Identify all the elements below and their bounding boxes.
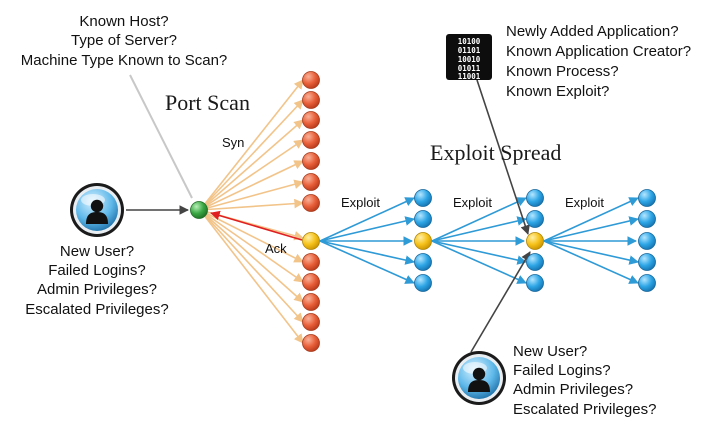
user-avatar-icon[interactable] <box>452 351 506 405</box>
host-question-line: Known Host? <box>79 13 168 30</box>
svg-text:01101: 01101 <box>458 46 481 55</box>
exploit-label: Exploit <box>565 195 604 210</box>
pivot-node[interactable] <box>302 232 320 250</box>
spread-edges-stage-1 <box>319 197 415 284</box>
spread-edges-stage-3 <box>543 197 639 284</box>
exploit-spread-title: Exploit Spread <box>430 140 561 165</box>
user-questions-right: New User? Failed Logins? Admin Privilege… <box>513 343 656 418</box>
app-question-line: Known Process? <box>506 63 619 80</box>
svg-text:11001: 11001 <box>458 72 481 81</box>
host-question-connector <box>129 74 193 199</box>
exploit-label: Exploit <box>453 195 492 210</box>
user-question-line: Admin Privileges? <box>37 281 157 298</box>
scan-node[interactable] <box>302 131 320 149</box>
scan-node[interactable] <box>302 334 320 352</box>
spread-node[interactable] <box>414 274 432 292</box>
spread-node[interactable] <box>526 210 544 228</box>
scan-node[interactable] <box>302 91 320 109</box>
user-question-line: Escalated Privileges? <box>513 401 656 418</box>
user-question-line: New User? <box>513 343 587 360</box>
syn-label: Syn <box>222 135 244 150</box>
user-question-line: Failed Logins? <box>48 262 146 279</box>
spread-node[interactable] <box>638 232 656 250</box>
spread-node[interactable] <box>414 253 432 271</box>
spread-node[interactable] <box>414 189 432 207</box>
scan-node[interactable] <box>302 194 320 212</box>
scan-node[interactable] <box>302 152 320 170</box>
spread-node[interactable] <box>526 274 544 292</box>
app-question-line: Known Exploit? <box>506 83 609 100</box>
host-question-line: Machine Type Known to Scan? <box>21 52 228 69</box>
scan-node[interactable] <box>302 173 320 191</box>
user-question-line: Failed Logins? <box>513 362 611 379</box>
scan-node[interactable] <box>302 71 320 89</box>
scan-node[interactable] <box>302 293 320 311</box>
pivot-node[interactable] <box>526 232 544 250</box>
spread-node[interactable] <box>638 189 656 207</box>
user-question-line: New User? <box>60 243 134 260</box>
port-scan-title: Port Scan <box>165 90 250 115</box>
ack-label: Ack <box>265 241 287 256</box>
spread-node[interactable] <box>638 210 656 228</box>
scan-node[interactable] <box>302 111 320 129</box>
pivot-node[interactable] <box>414 232 432 250</box>
user-avatar-icon[interactable] <box>70 183 124 237</box>
spread-node[interactable] <box>526 189 544 207</box>
spread-node[interactable] <box>638 274 656 292</box>
app-question-line: Known Application Creator? <box>506 43 691 60</box>
app-to-pivot-connector <box>476 79 530 235</box>
spread-nodes-column-3 <box>638 189 656 292</box>
spread-node[interactable] <box>414 210 432 228</box>
ack-edge <box>210 210 303 241</box>
spread-nodes-column-2 <box>526 189 544 292</box>
host-questions: Known Host? Type of Server? Machine Type… <box>21 13 228 69</box>
svg-text:10100: 10100 <box>458 37 481 46</box>
scan-target-nodes <box>302 71 320 352</box>
user-question-line: Escalated Privileges? <box>25 301 168 318</box>
host-question-line: Type of Server? <box>71 32 177 49</box>
user-questions-left: New User? Failed Logins? Admin Privilege… <box>25 243 168 318</box>
user-to-pivot-connector <box>470 251 531 353</box>
svg-text:01011: 01011 <box>458 64 481 73</box>
spread-node[interactable] <box>526 253 544 271</box>
port-scan-edges <box>199 79 304 344</box>
pivot-nodes <box>302 232 544 250</box>
user-question-line: Admin Privileges? <box>513 381 633 398</box>
spread-edges-stage-2 <box>431 197 527 284</box>
scan-node[interactable] <box>302 273 320 291</box>
spread-nodes-column-1 <box>414 189 432 292</box>
svg-text:10010: 10010 <box>458 55 481 64</box>
app-questions: Newly Added Application? Known Applicati… <box>506 23 691 100</box>
spread-node[interactable] <box>638 253 656 271</box>
app-question-line: Newly Added Application? <box>506 23 679 40</box>
binary-code-icon[interactable]: 10100 01101 10010 01011 11001 <box>446 34 492 81</box>
scanner-node[interactable] <box>190 201 208 219</box>
scan-node[interactable] <box>302 253 320 271</box>
exploit-label: Exploit <box>341 195 380 210</box>
scan-node[interactable] <box>302 313 320 331</box>
